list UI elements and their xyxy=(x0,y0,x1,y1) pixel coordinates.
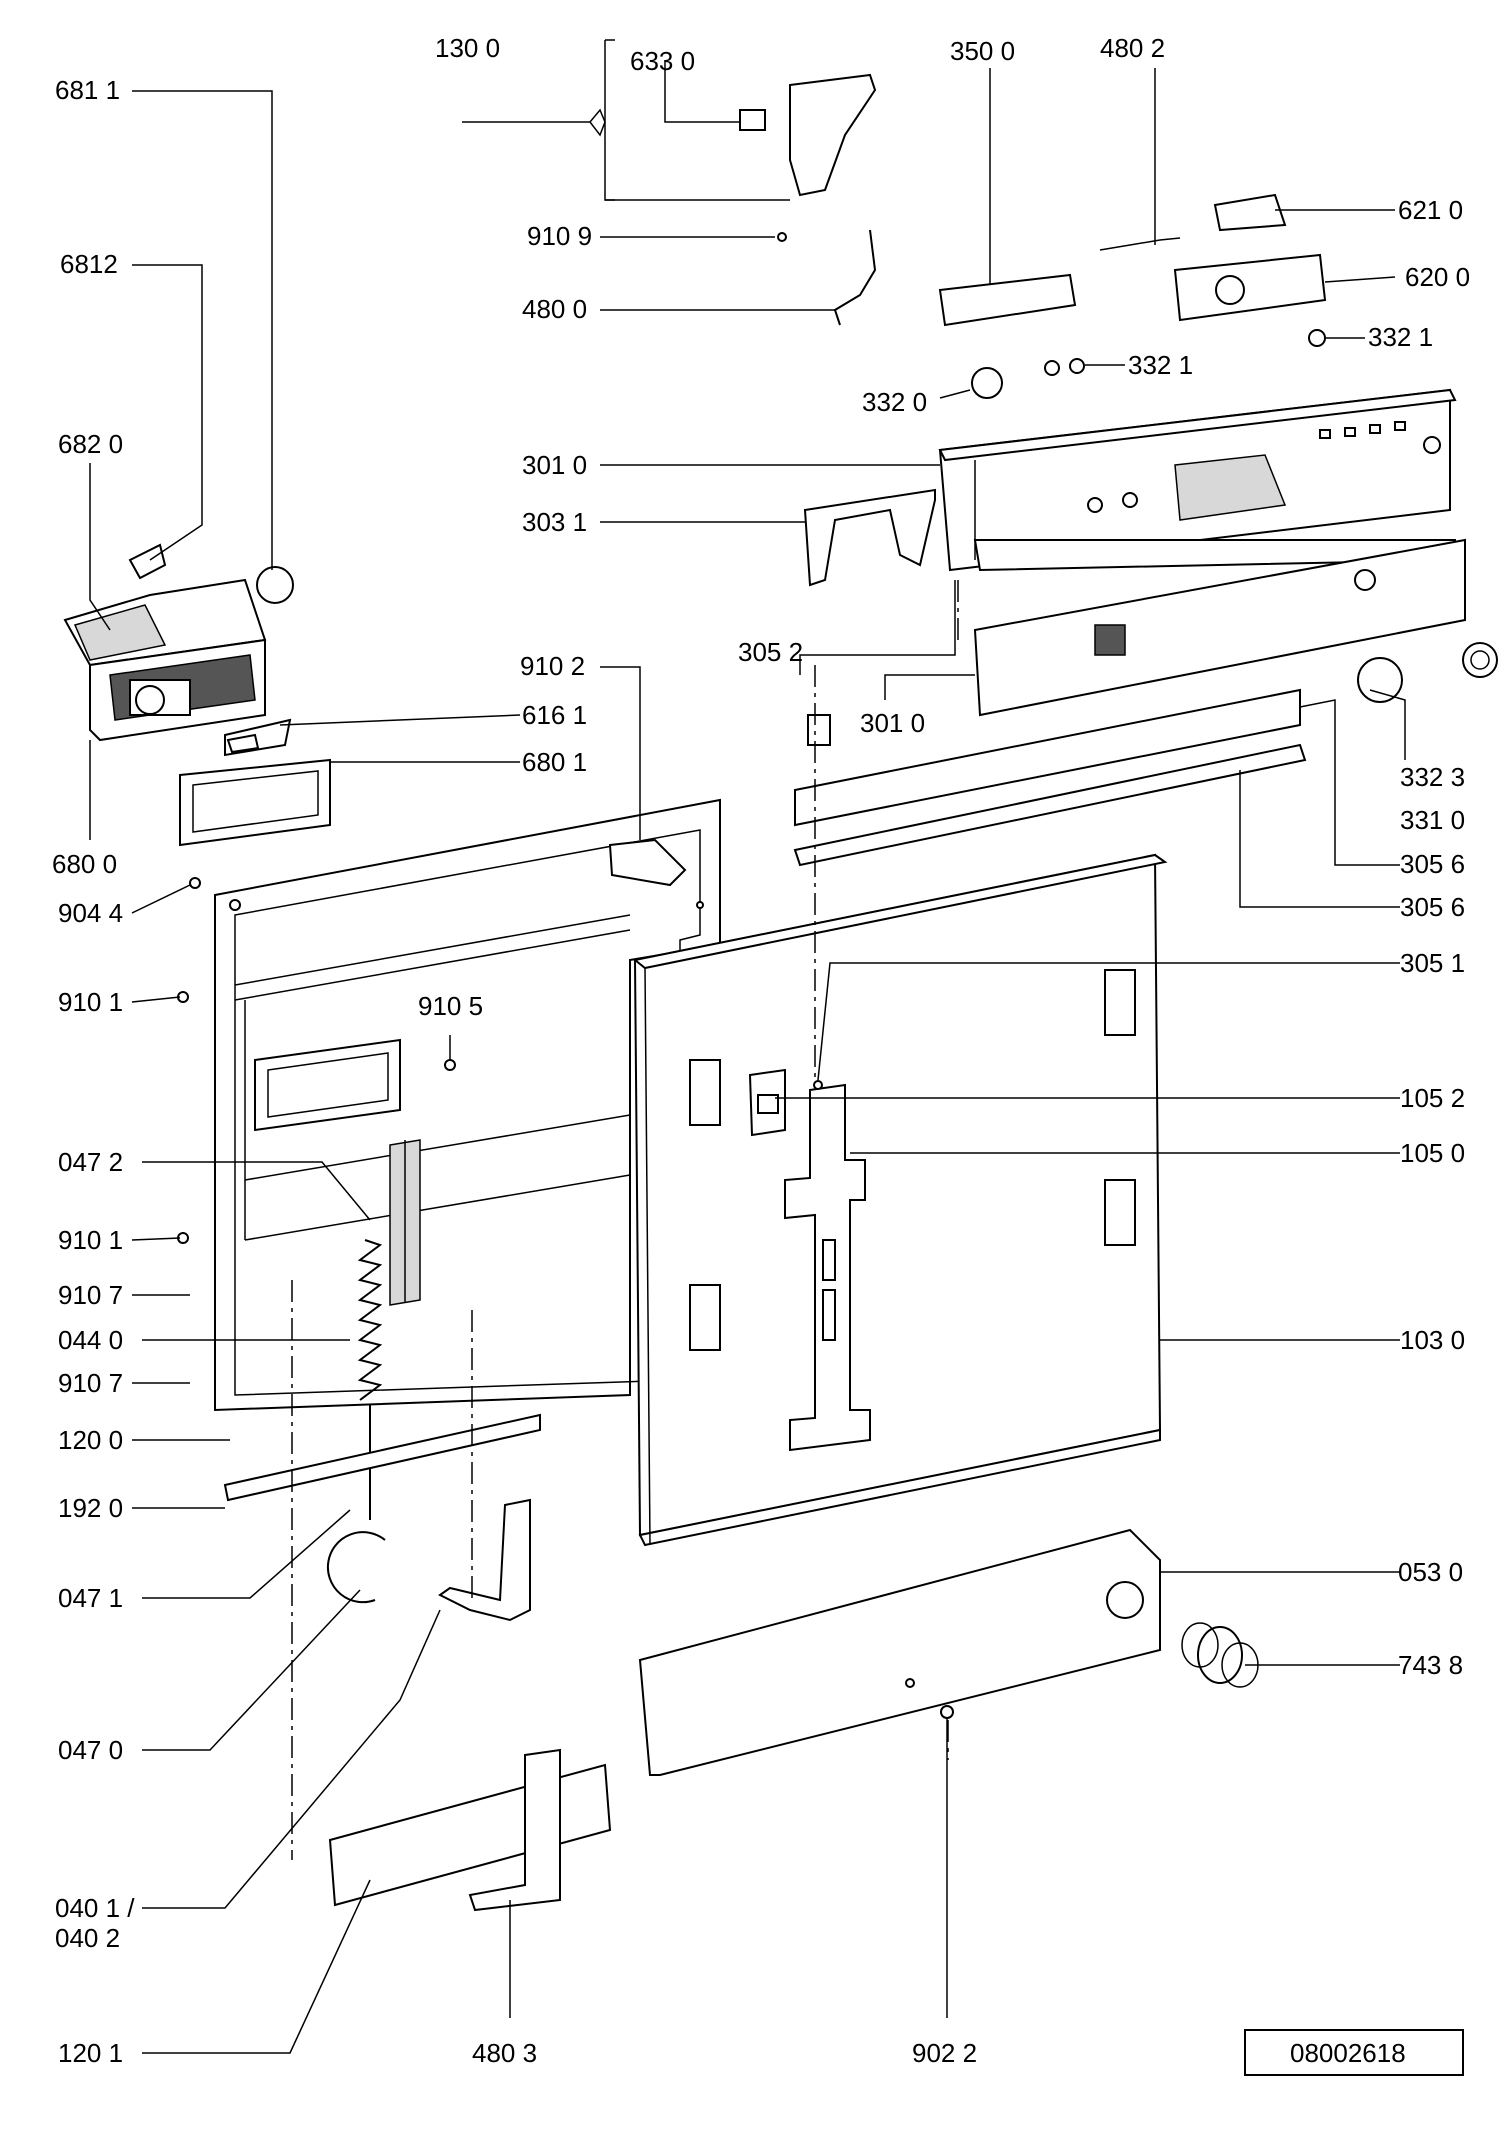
label-331-0: 331 0 xyxy=(1400,805,1465,835)
knob-332-3 xyxy=(1462,642,1498,678)
hinge-plate-105-0 xyxy=(748,1068,871,1452)
inner-door-panel-120-0 xyxy=(214,798,721,1412)
door-seal-680-1 xyxy=(179,758,331,847)
label-105-0: 105 0 xyxy=(1400,1138,1465,1168)
label-6812: 6812 xyxy=(60,249,118,279)
label-681-1: 681 1 xyxy=(55,75,120,105)
cap-332-1b xyxy=(1069,358,1085,374)
door-handle-303-1 xyxy=(803,488,936,587)
label-047-0: 047 0 xyxy=(58,1735,123,1765)
label-332-3: 332 3 xyxy=(1400,762,1465,792)
label-332-0: 332 0 xyxy=(862,387,927,417)
programmer-620-0 xyxy=(1173,253,1327,322)
label-904-4: 904 4 xyxy=(58,898,123,928)
label-616-1: 616 1 xyxy=(522,700,587,730)
label-040-1: 040 1 / xyxy=(55,1893,135,1923)
screw-902-2 xyxy=(940,1705,954,1719)
front-fascia-301-0 xyxy=(973,538,1466,717)
board-621-0 xyxy=(1213,193,1287,232)
cap-332-1a xyxy=(1044,360,1060,376)
screw-910-5 xyxy=(444,1059,456,1071)
screw-910-9 xyxy=(777,232,787,242)
label-480-2: 480 2 xyxy=(1100,33,1165,63)
wire-480-2 xyxy=(1099,237,1181,251)
label-743-8: 743 8 xyxy=(1398,1650,1463,1680)
label-480-3: 480 3 xyxy=(472,2038,537,2068)
label-910-5: 910 5 xyxy=(418,991,483,1021)
label-305-1: 305 1 xyxy=(1400,948,1465,978)
label-303-1: 303 1 xyxy=(522,507,587,537)
label-120-1: 120 1 xyxy=(58,2038,123,2068)
cap-332-0 xyxy=(971,367,1003,399)
label-910-1a: 910 1 xyxy=(58,987,123,1017)
label-120-0: 120 0 xyxy=(58,1425,123,1455)
control-panel-301-0 xyxy=(938,388,1457,572)
label-682-0: 682 0 xyxy=(58,429,123,459)
label-480-0: 480 0 xyxy=(522,294,587,324)
knob-331-0 xyxy=(1357,657,1403,703)
label-053-0: 053 0 xyxy=(1398,1557,1463,1587)
leader-lines xyxy=(89,39,1406,2054)
outer-door-panel-103-0 xyxy=(632,853,1168,1547)
spring-044-0 xyxy=(357,1239,383,1401)
cap-332-1c xyxy=(1308,329,1326,347)
pulley-047-0 xyxy=(326,1531,386,1604)
label-305-6b: 305 6 xyxy=(1400,892,1465,922)
spring-743-8 xyxy=(1181,1622,1259,1688)
drawing-number-box: 08002618 xyxy=(1244,2029,1464,2076)
label-040-2: 040 2 xyxy=(55,1923,120,1953)
drawing-number: 08002618 xyxy=(1290,2038,1406,2068)
switch-assembly-130-0 xyxy=(739,73,877,197)
label-332-1a: 332 1 xyxy=(1368,322,1433,352)
label-105-2: 105 2 xyxy=(1400,1083,1465,1113)
bottom-rail-120-1 xyxy=(328,1763,612,1907)
screw-305-1 xyxy=(813,1080,823,1090)
label-680-0: 680 0 xyxy=(52,849,117,879)
label-332-1b: 332 1 xyxy=(1128,350,1193,380)
kickplate-053-0 xyxy=(638,1528,1161,1776)
label-910-2: 910 2 xyxy=(520,651,585,681)
screw-904-4 xyxy=(189,877,201,889)
mounting-bracket-910-2 xyxy=(608,838,687,887)
label-103-0: 103 0 xyxy=(1400,1325,1465,1355)
label-350-0: 350 0 xyxy=(950,36,1015,66)
label-305-2: 305 2 xyxy=(738,637,803,667)
label-910-1b: 910 1 xyxy=(58,1225,123,1255)
module-350-0 xyxy=(938,273,1077,327)
label-620-0: 620 0 xyxy=(1405,262,1470,292)
label-633-0: 633 0 xyxy=(630,46,695,76)
label-305-6a: 305 6 xyxy=(1400,849,1465,879)
label-301-0b: 301 0 xyxy=(860,708,925,738)
label-910-7b: 910 7 xyxy=(58,1368,123,1398)
label-130-0: 130 0 xyxy=(435,33,500,63)
frame-strips-305-6 xyxy=(793,688,1307,867)
label-047-2: 047 2 xyxy=(58,1147,123,1177)
label-192-0: 192 0 xyxy=(58,1493,123,1523)
label-910-9: 910 9 xyxy=(527,221,592,251)
label-621-0: 621 0 xyxy=(1398,195,1463,225)
label-044-0: 044 0 xyxy=(58,1325,123,1355)
bracket-480-3 xyxy=(468,1748,561,1912)
pin-305-2 xyxy=(807,714,831,746)
detergent-dispenser-680-0 xyxy=(63,543,294,757)
label-910-7a: 910 7 xyxy=(58,1280,123,1310)
clip-616-1 xyxy=(226,733,260,754)
label-902-2: 902 2 xyxy=(912,2038,977,2068)
wiring-harness-480-0 xyxy=(833,229,877,326)
hinge-arm-040 xyxy=(438,1498,531,1622)
label-047-1: 047 1 xyxy=(58,1583,123,1613)
label-301-0a: 301 0 xyxy=(522,450,587,480)
label-680-1: 680 1 xyxy=(522,747,587,777)
rail-192-0 xyxy=(223,1413,541,1502)
